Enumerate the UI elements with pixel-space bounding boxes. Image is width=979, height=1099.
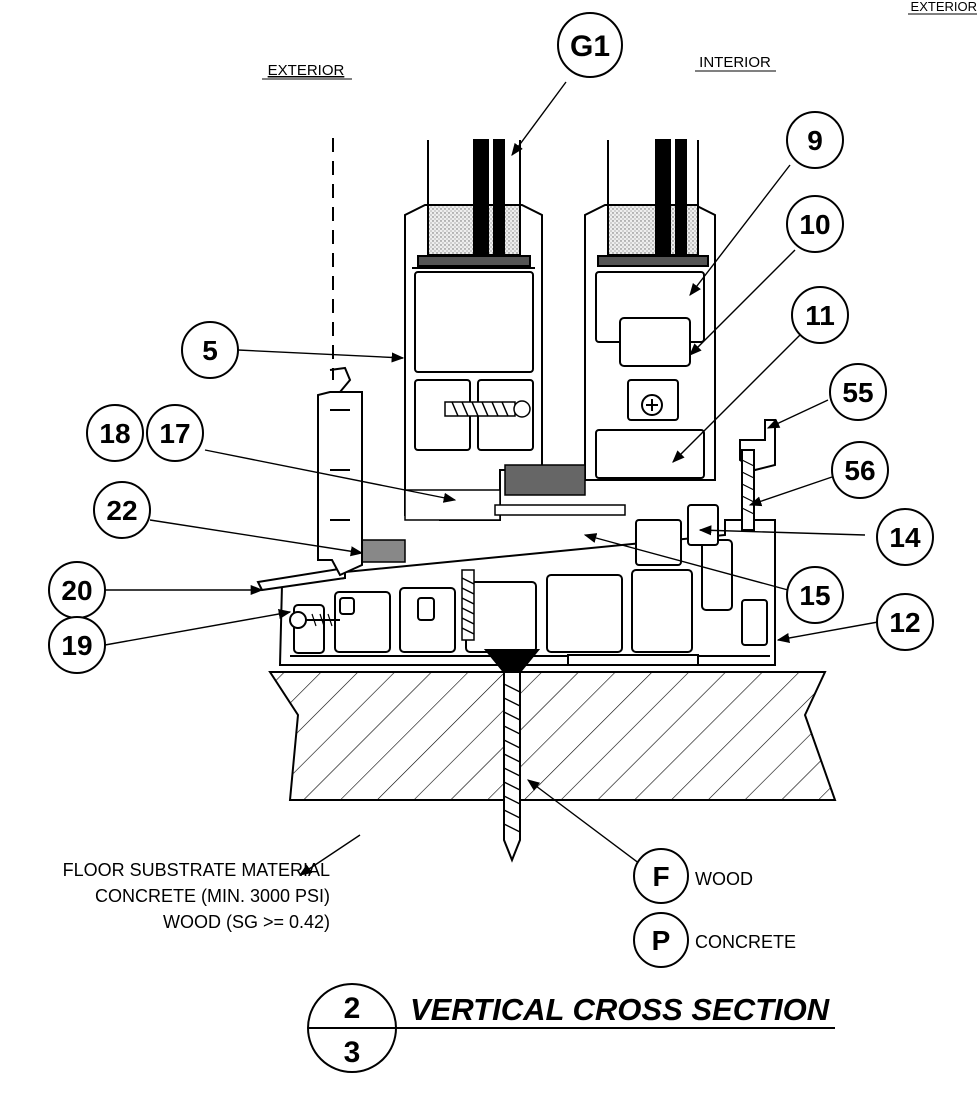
interior-label: INTERIOR — [699, 54, 771, 71]
exterior-label-corner: EXTERIOR — [911, 0, 977, 14]
callout-10: 10 — [786, 195, 844, 253]
leader-lines — [104, 81, 879, 877]
substrate-note-line1: FLOOR SUBSTRATE MATERIAL — [63, 860, 330, 880]
callout-17: 17 — [146, 404, 204, 462]
fastener-f-note: WOOD — [695, 869, 753, 889]
callout-15: 15 — [786, 566, 844, 624]
fastener-p-note: CONCRETE — [695, 932, 796, 952]
callout-56-label: 56 — [844, 455, 875, 486]
callout-15-label: 15 — [799, 580, 830, 611]
callout-10-label: 10 — [799, 209, 830, 240]
callout-22-label: 22 — [106, 495, 137, 526]
threshold-strip — [317, 366, 363, 577]
section-number: 2 — [344, 992, 361, 1025]
sill-nosing — [256, 566, 346, 629]
callout-19: 19 — [48, 616, 106, 674]
callout-11: 11 — [791, 286, 849, 344]
callout-22: 22 — [93, 481, 151, 539]
callout-f-label: F — [652, 861, 669, 892]
callout-17-label: 17 — [159, 418, 190, 449]
callout-p: P — [633, 912, 689, 968]
sill-frame — [278, 504, 776, 666]
callout-12-label: 12 — [889, 607, 920, 638]
section-tag: 2 3 VERTICAL CROSS SECTION — [307, 983, 835, 1073]
callout-g1-label: G1 — [570, 30, 610, 63]
callout-20-label: 20 — [61, 575, 92, 606]
exterior-label-left: EXTERIOR — [268, 62, 345, 79]
callout-g1: G1 — [557, 12, 623, 78]
callout-14: 14 — [876, 508, 934, 566]
section-title: VERTICAL CROSS SECTION — [410, 992, 830, 1027]
callout-9-label: 9 — [807, 125, 823, 156]
callout-18-label: 18 — [99, 418, 130, 449]
glazing-left — [417, 139, 531, 267]
sill-screw — [461, 569, 475, 641]
interior-sash — [584, 204, 716, 481]
interior-stop — [739, 419, 776, 531]
callout-19-label: 19 — [61, 630, 92, 661]
callout-56: 56 — [831, 441, 889, 499]
callout-5: 5 — [181, 321, 239, 379]
callout-55: 55 — [829, 363, 887, 421]
sash-screw — [444, 400, 531, 418]
callout-14-label: 14 — [889, 522, 921, 553]
callout-p-label: P — [652, 925, 671, 956]
callout-f: F — [633, 848, 689, 904]
callout-5-label: 5 — [202, 335, 218, 366]
floor-substrate — [268, 671, 837, 801]
callout-20: 20 — [48, 561, 106, 619]
exterior-sash — [404, 204, 543, 521]
callout-55-label: 55 — [842, 377, 873, 408]
callout-12: 12 — [876, 593, 934, 651]
callout-9: 9 — [786, 111, 844, 169]
section-sheet: 3 — [344, 1036, 361, 1069]
anchor-screw — [483, 649, 541, 863]
callout-11-label: 11 — [805, 300, 835, 331]
substrate-note-line2: CONCRETE (MIN. 3000 PSI) — [95, 886, 330, 906]
callout-18: 18 — [86, 404, 144, 462]
substrate-note-line3: WOOD (SG >= 0.42) — [163, 912, 330, 932]
glazing-right — [597, 139, 709, 267]
seal-fills — [359, 464, 626, 563]
